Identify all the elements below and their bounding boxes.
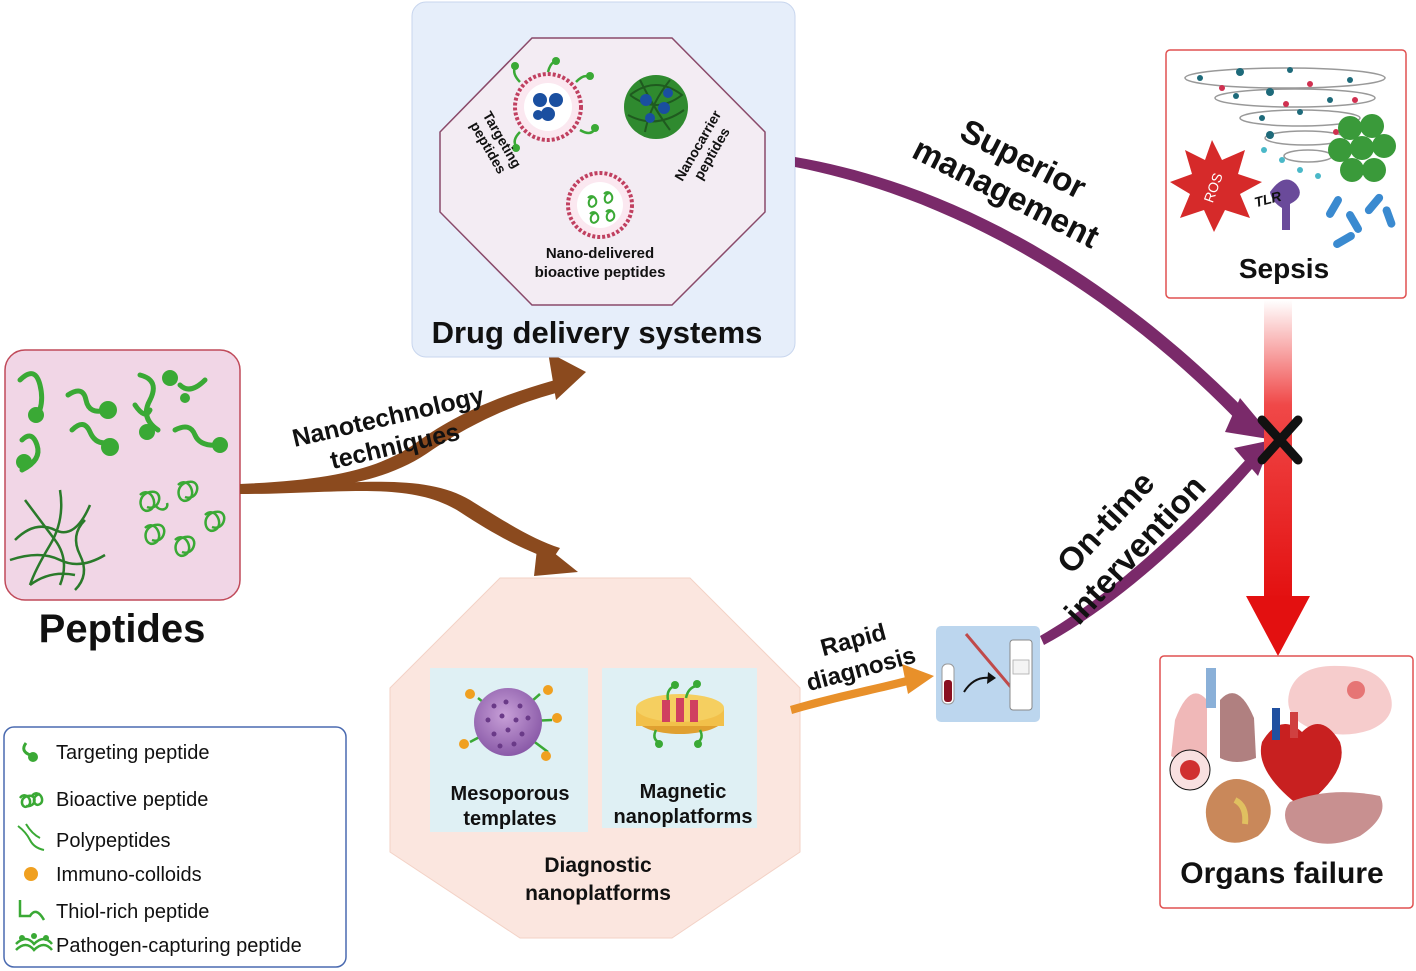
kidney-icon (1205, 779, 1271, 843)
nano-delivered-illustration (566, 171, 634, 239)
on-time-intervention-arrow (1040, 440, 1272, 645)
block-x-icon (1257, 415, 1303, 465)
organs-title: Organs failure (1180, 857, 1383, 890)
thiol-peptide-icon (18, 900, 46, 921)
cytokine-storm-illustration (1184, 67, 1386, 163)
magnetic-illustration (636, 680, 724, 748)
legend-label-bioactive: Bioactive peptide (56, 789, 208, 811)
polypeptide-icon (17, 823, 45, 851)
heart-icon (1260, 708, 1342, 808)
bioactive-peptide-icon (19, 792, 44, 809)
legend-label-pathogen: Pathogen-capturing peptide (56, 935, 302, 957)
diagnostic-title-2: nanoplatforms (525, 882, 671, 905)
bacteria-icon (1326, 193, 1396, 248)
legend-label-polypeptides: Polypeptides (56, 830, 171, 852)
legend-label-immuno: Immuno-colloids (56, 864, 202, 886)
legend-label-targeting: Targeting peptide (56, 742, 209, 764)
targeting-liposome-illustration (511, 57, 599, 152)
mesoporous-illustration (459, 685, 562, 761)
immuno-colloid-icon (24, 867, 38, 881)
pathogen-capturing-icon (15, 933, 53, 952)
test-kit-icon (936, 626, 1040, 722)
bioactive-peptides-illustration (139, 480, 226, 558)
superior-management-label: Superior management (907, 111, 1105, 255)
polypeptides-illustration (9, 489, 106, 591)
mesoporous-label-2: templates (463, 808, 556, 830)
legend: Targeting peptide Bioactive peptide Poly… (3, 726, 347, 968)
lungs-icon (1171, 668, 1256, 762)
organs-panel: Organs failure (1159, 655, 1414, 909)
sepsis-title: Sepsis (1239, 253, 1329, 284)
legend-label-thiol: Thiol-rich peptide (56, 901, 209, 923)
mesoporous-label: Mesoporous (451, 783, 570, 805)
rapid-diagnosis-arrow (790, 664, 934, 714)
peptides-title: Peptides (39, 607, 206, 651)
nano-delivered-label-2: bioactive peptides (535, 264, 666, 281)
sepsis-panel: ROS TLR Sepsis (1165, 49, 1407, 299)
nanotech-branch-arrows (240, 352, 586, 576)
targeting-peptide-icon (22, 742, 38, 762)
diagnostic-panel: Mesoporous templates Magnetic nanoplatfo… (389, 577, 801, 939)
ros-star-icon (1170, 140, 1262, 232)
magnetic-label: Magnetic (640, 781, 727, 803)
drug-delivery-panel: Targeting peptides Nanocarrier peptides (411, 1, 796, 358)
magnetic-label-2: nanoplatforms (614, 806, 753, 828)
targeting-peptides-illustration (17, 371, 223, 473)
diagnostic-title: Diagnostic (544, 854, 652, 877)
tlr-label: TLR (1253, 188, 1284, 211)
nanocarrier-illustration (624, 75, 688, 139)
superior-management-arrow (795, 157, 1275, 440)
liver-icon (1285, 792, 1383, 844)
tlr-receptor-icon (1270, 179, 1300, 230)
drug-delivery-title: Drug delivery systems (432, 315, 763, 350)
nano-delivered-label: Nano-delivered (546, 245, 654, 262)
magnetic-box (602, 668, 757, 828)
brain-icon (1288, 665, 1392, 735)
pathogen-cluster-icon (1328, 114, 1396, 182)
sepsis-to-organs-arrow (1246, 300, 1310, 656)
peptides-panel: Peptides (4, 349, 241, 651)
